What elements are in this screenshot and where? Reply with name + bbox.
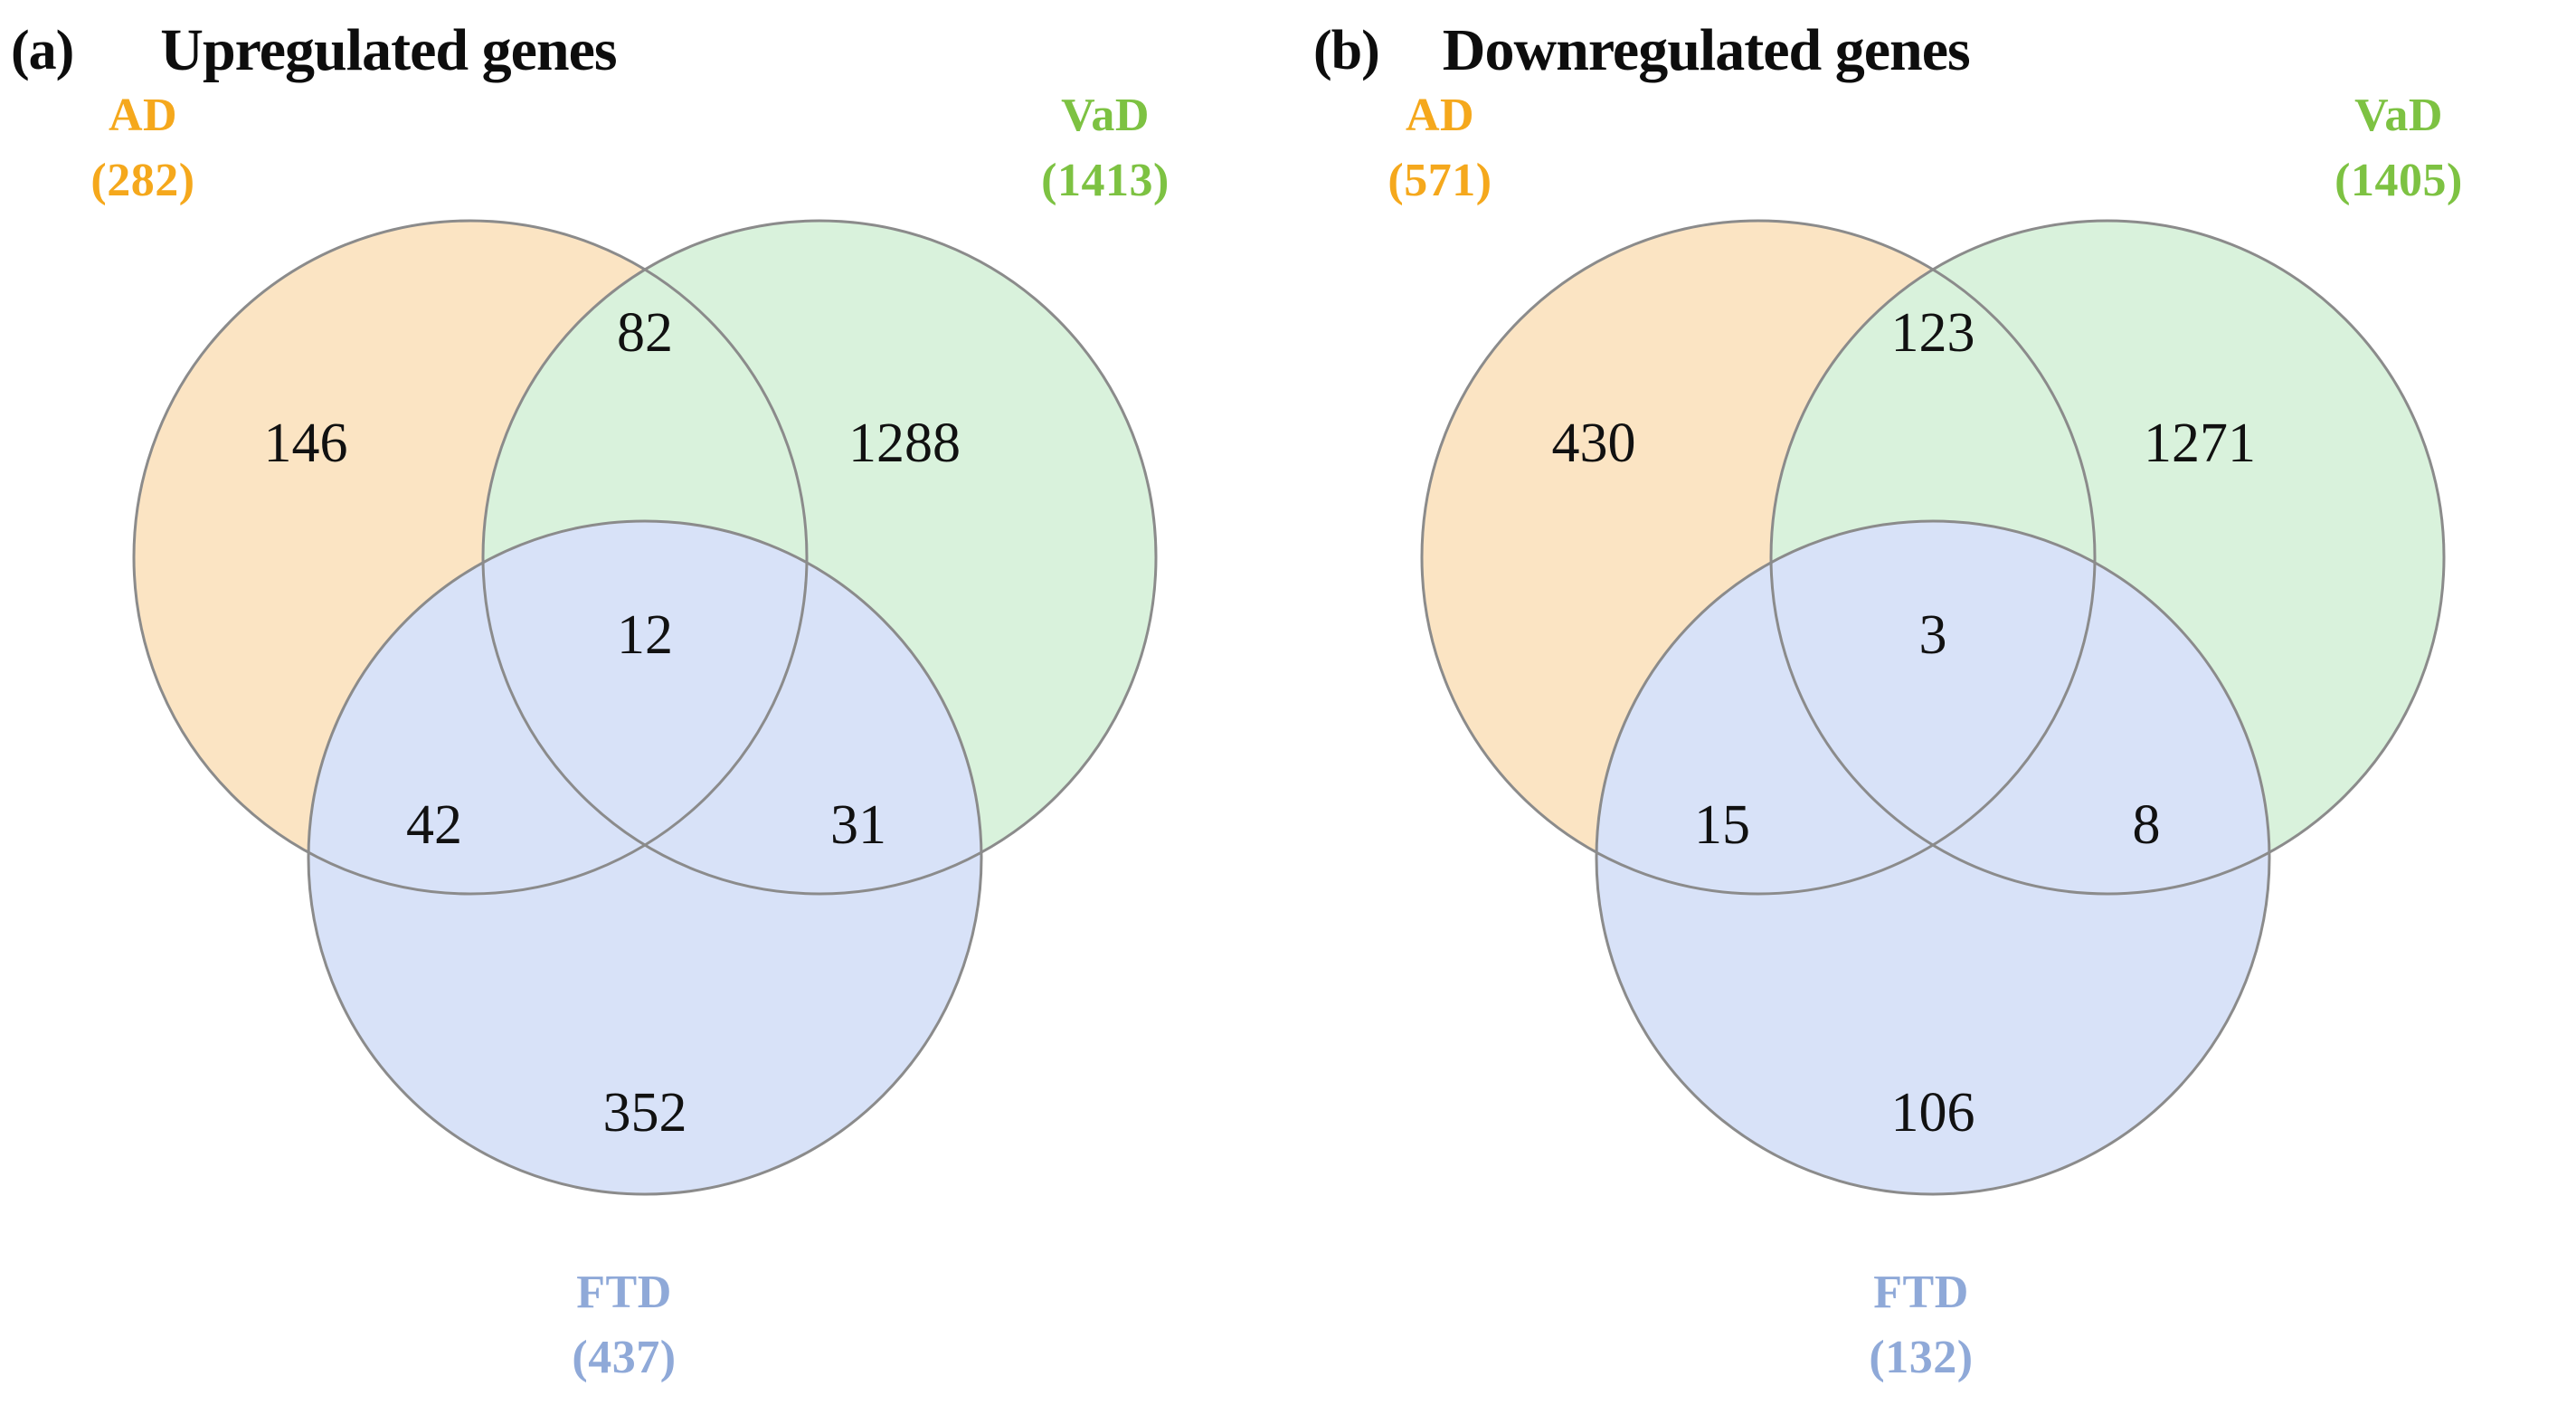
panel-a-set-label-ftd-name: FTD xyxy=(576,1267,672,1318)
panel-a: (a) Upregulated genes 146 1288 352 82 42… xyxy=(0,7,1288,1383)
panel-b-circle-ftd-outline xyxy=(1595,519,2271,1196)
panel-b-set-label-vad-name: VaD xyxy=(2354,90,2443,141)
panel-a-header: (a) Upregulated genes xyxy=(0,7,1288,94)
panel-b-count-ftd-only: 106 xyxy=(1891,1082,1975,1144)
panel-a-count-vad-ftd: 31 xyxy=(830,794,886,856)
panel-b-count-ad-vad-ftd: 3 xyxy=(1919,604,1947,666)
panel-b-circle-ftd-fill xyxy=(1596,521,2269,1194)
panel-b-venn: 430 1271 106 123 15 8 3 AD (571) VaD (14… xyxy=(1387,90,2463,1383)
panel-a-circle-ftd-outline xyxy=(307,519,983,1196)
panel-a-set-label-ad-name: AD xyxy=(109,90,177,141)
panel-b: (b) Downregulated genes 430 1271 106 123… xyxy=(1288,0,2576,1424)
panel-b-circle-outlines xyxy=(1420,219,2446,1196)
panel-a-count-ad-ftd: 42 xyxy=(406,794,462,856)
panel-b-letter: (b) xyxy=(1313,19,1380,81)
panel-b-circle-fills xyxy=(1422,221,2444,1194)
panel-b-set-label-ftd-name: FTD xyxy=(1873,1267,1969,1318)
panel-a-set-label-vad-total: (1413) xyxy=(1041,155,1170,206)
panel-a-title: Upregulated genes xyxy=(160,17,617,83)
panel-b-count-ad-only: 430 xyxy=(1552,413,1636,474)
panel-b-circle-ad-outline xyxy=(1420,219,2097,896)
panel-a-venn: 146 1288 352 82 42 31 12 AD (282) VaD (1… xyxy=(90,90,1170,1383)
panel-b-circle-vad-outline xyxy=(1769,219,2446,896)
panel-a-count-ad-only: 146 xyxy=(264,413,348,474)
panel-b-count-vad-only: 1271 xyxy=(2144,413,2256,474)
panel-a-set-label-vad-name: VaD xyxy=(1061,90,1150,141)
panel-a-circle-ftd-fill xyxy=(308,521,981,1194)
panel-b-set-label-ad-total: (571) xyxy=(1387,155,1492,206)
panel-b-title: Downregulated genes xyxy=(1442,17,1971,83)
panel-a-circle-fills xyxy=(134,221,1156,1194)
panel-a-circle-outlines xyxy=(132,219,1158,1196)
panel-a-count-ad-vad-ftd: 12 xyxy=(617,604,673,666)
panel-b-count-ad-vad: 123 xyxy=(1891,302,1975,364)
panel-a-count-vad-only: 1288 xyxy=(848,413,961,474)
panel-b-set-label-vad-total: (1405) xyxy=(2334,155,2463,206)
panel-b-count-ad-ftd: 15 xyxy=(1694,794,1750,856)
panel-a-letter: (a) xyxy=(11,19,74,81)
panel-b-set-label-ad-name: AD xyxy=(1406,90,1474,141)
panel-b-count-vad-ftd: 8 xyxy=(2133,794,2161,856)
panel-a-set-label-ad-total: (282) xyxy=(90,155,194,206)
panel-a-count-ftd-only: 352 xyxy=(603,1082,687,1144)
panel-a-count-ad-vad: 82 xyxy=(617,302,673,364)
panel-b-header: (b) Downregulated genes xyxy=(1288,7,2576,94)
panel-a-circle-ad-outline xyxy=(132,219,809,896)
panel-b-set-label-ftd-total: (132) xyxy=(1869,1332,1973,1383)
panel-a-set-label-ftd-total: (437) xyxy=(572,1332,676,1383)
panel-a-circle-vad-outline xyxy=(481,219,1158,896)
